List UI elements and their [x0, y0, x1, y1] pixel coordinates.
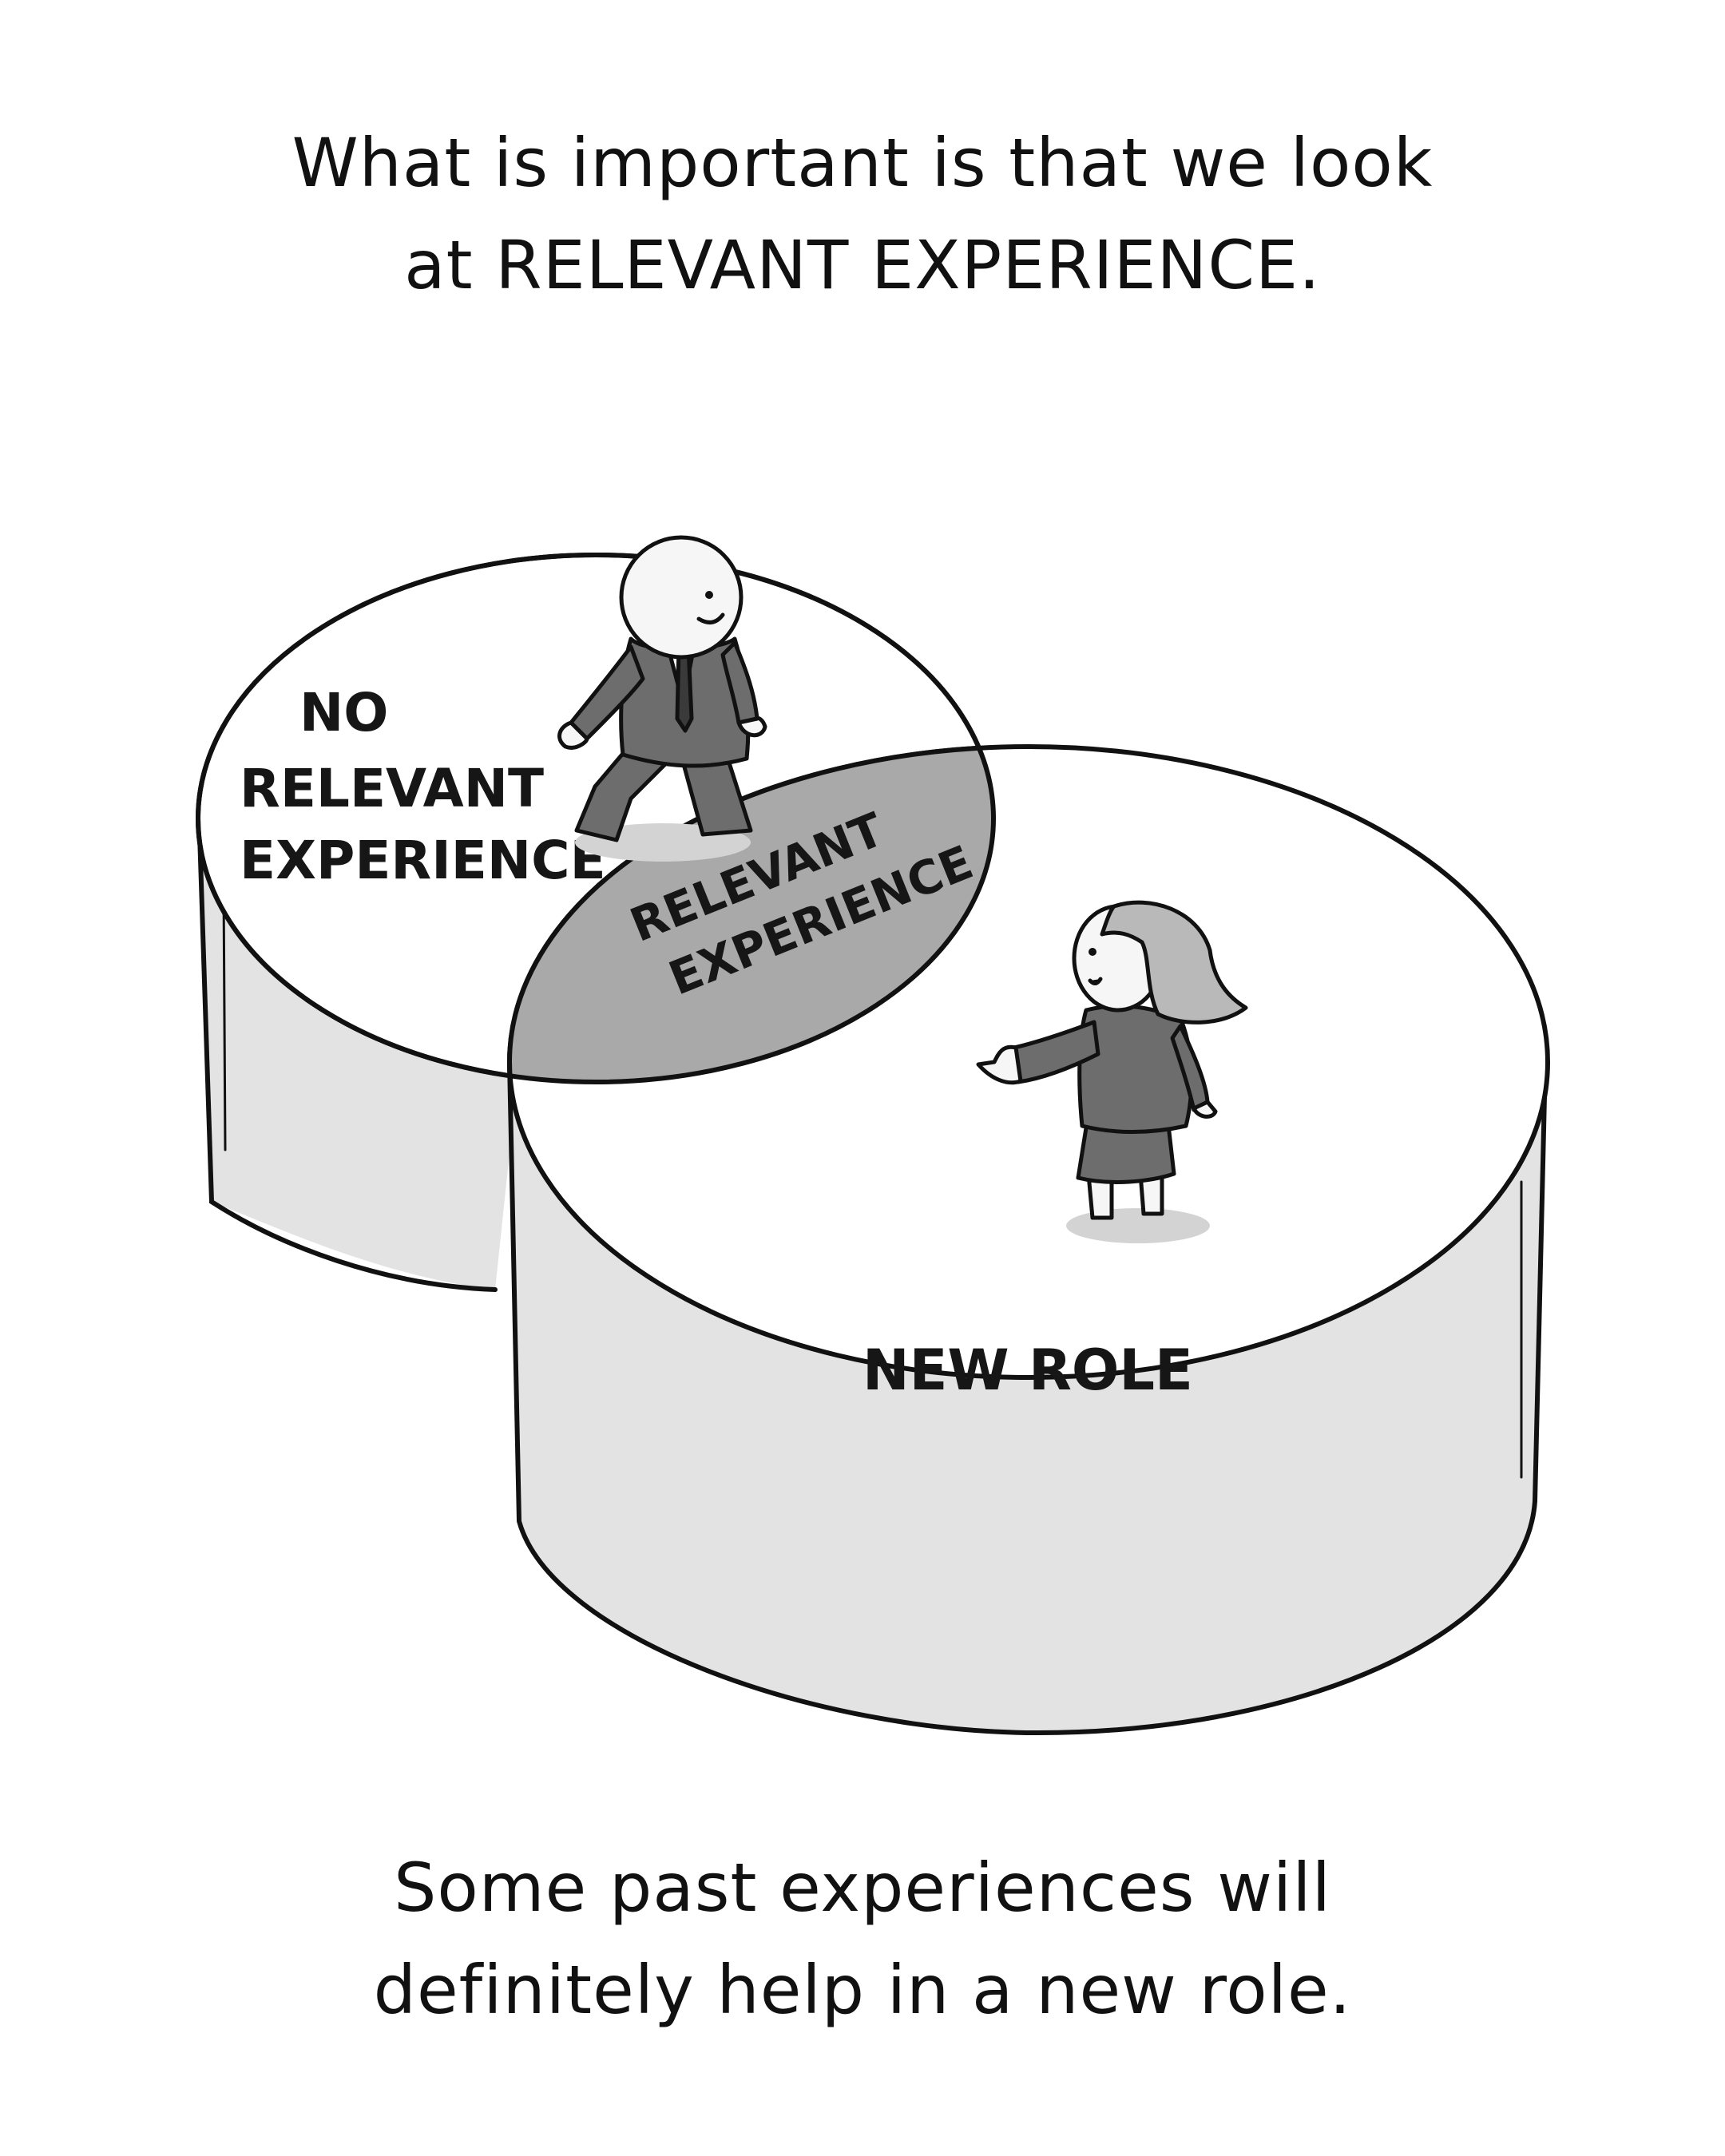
woman-shadow: [1066, 1208, 1210, 1243]
overlap-left-edge: [196, 553, 996, 1084]
right-cylinder-side: [510, 1062, 1545, 1733]
left-cylinder-outline: [197, 832, 498, 1292]
top-caption-line-1: What is important is that we look: [291, 124, 1434, 202]
right-circle-label: NEW ROLE: [862, 1338, 1193, 1403]
woman-skirt: [1076, 1116, 1176, 1184]
left-circle-label: NO RELEVANT EXPERIENCE: [240, 682, 606, 891]
woman-hair: [1100, 900, 1248, 1024]
overlap-right-edge: [507, 744, 993, 1082]
man-head: [619, 535, 744, 660]
man-eye: [705, 591, 713, 599]
overlap-region: [510, 747, 993, 1082]
woman-right-hand: [1192, 1100, 1218, 1119]
top-caption: What is important is that we look at REL…: [0, 112, 1725, 316]
woman-eye: [1089, 948, 1096, 956]
man-left-hand: [557, 720, 589, 750]
bottom-caption-line-1: Some past experiences will: [394, 1849, 1331, 1927]
right-cylinder-outline: [507, 1060, 1548, 1736]
left-label-line-2: RELEVANT: [240, 758, 544, 819]
bottom-caption-line-2: definitely help in a new role.: [373, 1951, 1352, 2029]
man-smile: [696, 612, 725, 624]
man-tie: [675, 644, 694, 733]
man-right-hand: [736, 715, 767, 738]
man-figure: [557, 535, 767, 862]
left-label-line-1: NO: [299, 682, 388, 743]
woman-mouth: [1088, 977, 1103, 985]
left-label-line-3: EXPERIENCE: [240, 830, 606, 891]
bottom-caption: Some past experiences will definitely he…: [0, 1837, 1725, 2041]
woman-pointing-hand: [976, 1044, 1023, 1085]
top-caption-line-2: at RELEVANT EXPERIENCE.: [404, 226, 1321, 304]
woman-figure: [976, 900, 1248, 1243]
